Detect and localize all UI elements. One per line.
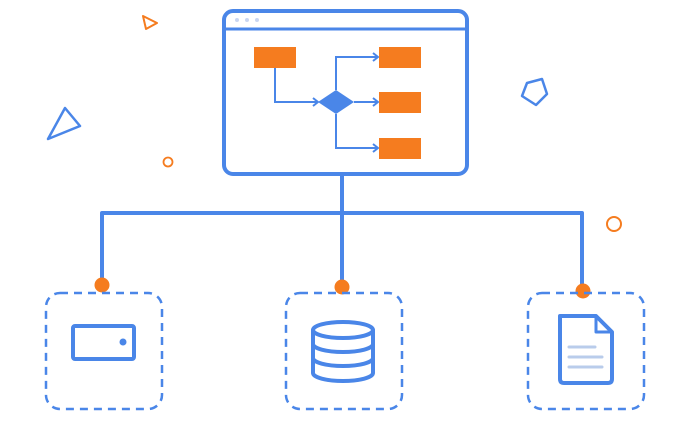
flow-output-block-1 — [379, 47, 421, 68]
flow-arrow-line — [274, 68, 318, 103]
circle-outline-icon — [162, 156, 174, 168]
flow-decision-diamond — [318, 90, 354, 114]
window-dot — [245, 18, 249, 22]
flow-output-block-2 — [379, 92, 421, 113]
connector-lines — [100, 173, 584, 293]
flow-arrowhead — [372, 143, 380, 153]
server-icon — [71, 324, 136, 361]
pentagon-outline-icon — [520, 77, 549, 107]
connection-dot-server — [94, 277, 110, 293]
flow-branch-lines — [335, 56, 378, 149]
connection-dot-database — [334, 279, 350, 295]
window-frame — [222, 9, 469, 176]
window-dot — [235, 18, 239, 22]
server-node-frame — [44, 291, 164, 411]
connection-dots — [94, 277, 591, 299]
database-node-frame — [284, 291, 404, 411]
database-node — [284, 291, 404, 411]
document-node — [526, 291, 646, 411]
flow-arrowhead — [372, 97, 380, 107]
decorations — [46, 15, 622, 232]
server-node — [44, 291, 164, 411]
flow-arrowhead — [372, 52, 380, 62]
triangle-outline-icon — [142, 15, 158, 30]
window-dot — [255, 18, 259, 22]
document-node-frame — [526, 291, 646, 411]
flow-output-block-3 — [379, 138, 421, 159]
document-icon — [558, 314, 614, 385]
connection-dot-document — [575, 283, 591, 299]
flowchart-window-icon — [222, 9, 469, 176]
database-icon — [311, 320, 375, 383]
flow-start-block — [254, 47, 296, 68]
circle-outline-icon — [606, 216, 622, 232]
triangle-outline-icon — [46, 106, 82, 141]
bus-line — [100, 211, 584, 293]
